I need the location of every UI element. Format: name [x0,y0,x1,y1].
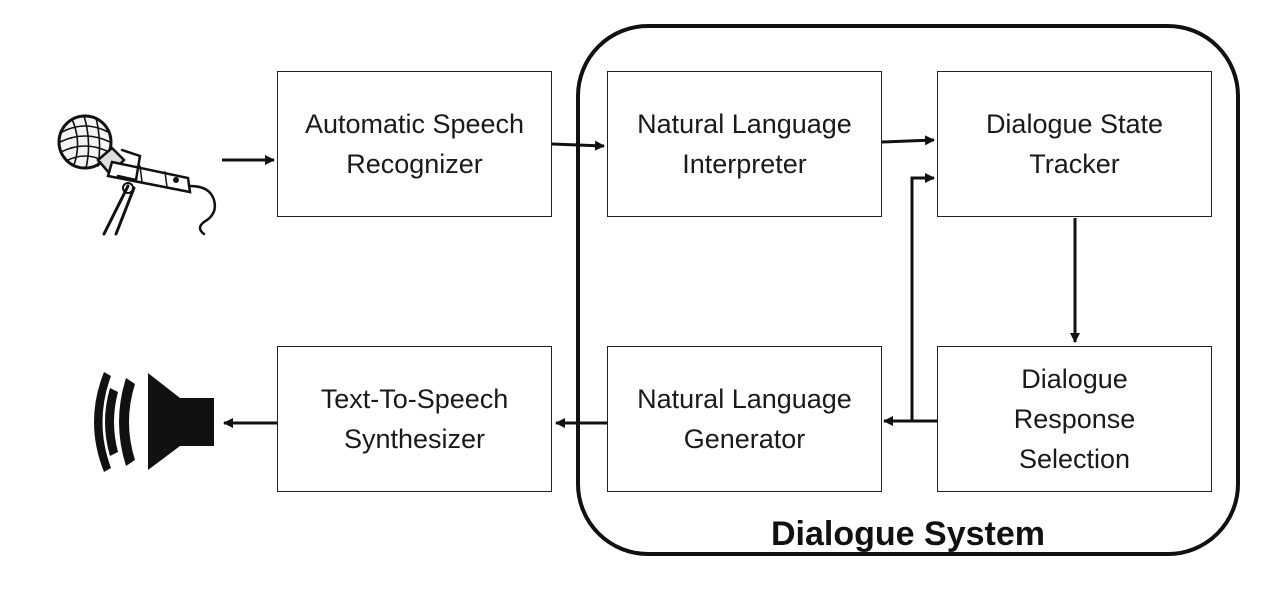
arrow-nli-to-dst [881,135,935,146]
arrow-feedback-to-dst [910,173,935,421]
nlg-box: Natural Language Generator [607,346,882,492]
dialogue-system-label: Dialogue System [771,515,1045,553]
asr-label: Automatic Speech Recognizer [304,109,525,179]
nli-label: Natural Language Interpreter [637,109,852,179]
nli-box: Natural Language Interpreter [607,71,882,217]
arrow-asr-to-nli [551,140,605,151]
tts-label: Text-To-Speech Synthesizer [320,384,509,454]
nlg-label: Natural Language Generator [637,384,852,454]
drs-label: Dialogue Response Selection [1013,364,1136,474]
dst-label: Dialogue State Tracker [985,109,1164,179]
dialogue-system-boundary [576,24,1240,556]
asr-box: Automatic Speech Recognizer [277,71,552,217]
dst-box: Dialogue State Tracker [937,71,1212,217]
microphone-icon [57,114,217,236]
speaker-icon [94,372,214,472]
tts-box: Text-To-Speech Synthesizer [277,346,552,492]
drs-box: Dialogue Response Selection [937,346,1212,492]
